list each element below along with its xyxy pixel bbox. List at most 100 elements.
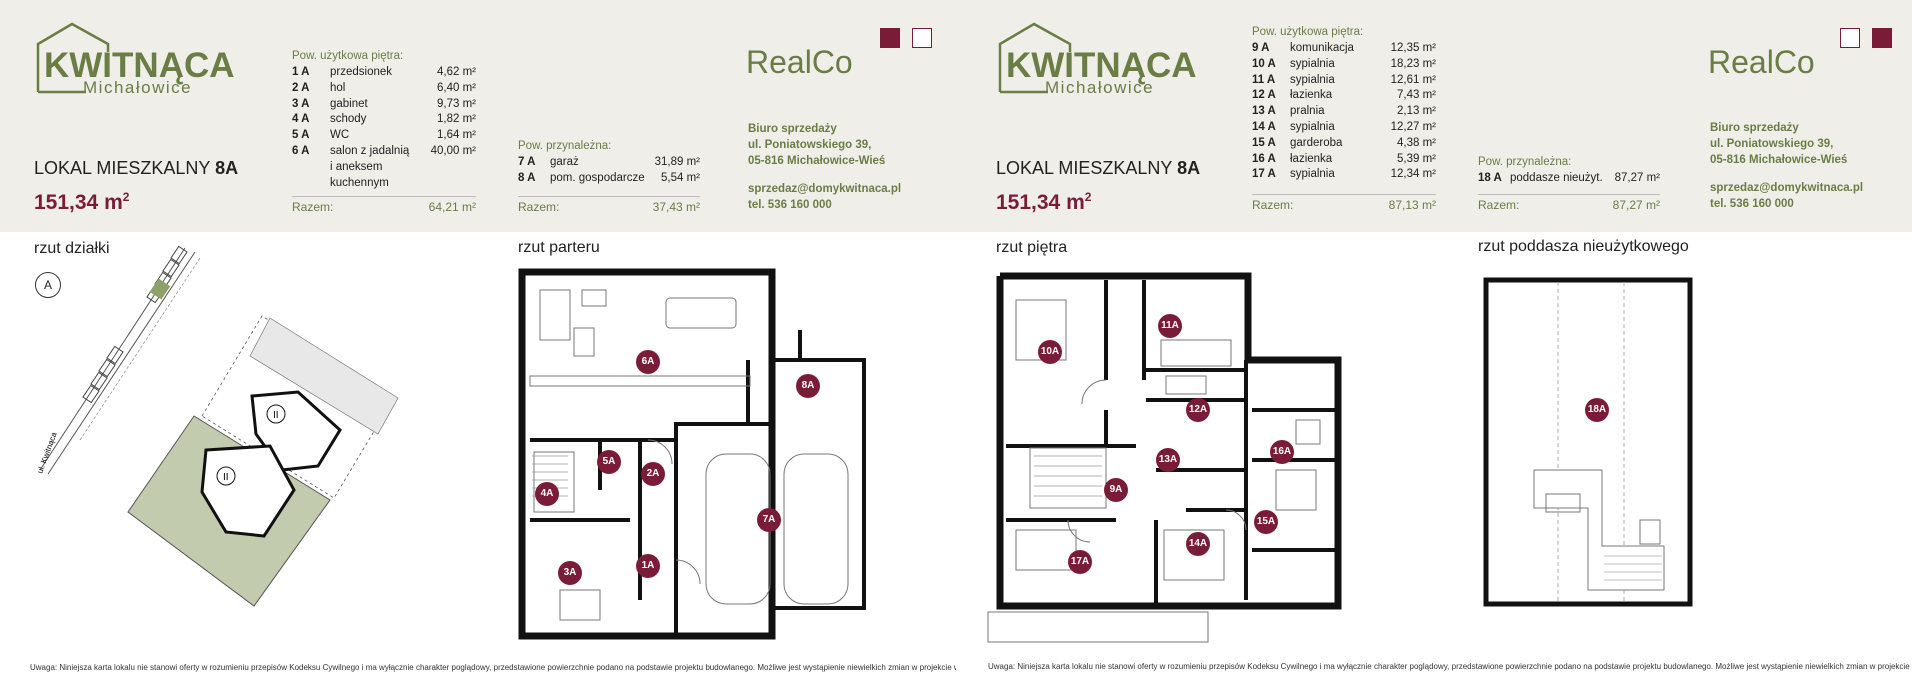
- floor-total-label: Razem:: [1252, 198, 1294, 212]
- room-badge-8a[interactable]: 8A: [796, 374, 820, 398]
- page-indicator[interactable]: [1840, 28, 1860, 48]
- floor-total-label: Razem:: [292, 200, 334, 214]
- room-number: 2 A: [292, 81, 310, 94]
- page-indicator[interactable]: [912, 28, 932, 48]
- page-indicator-active[interactable]: [1872, 28, 1892, 48]
- room-area: 9,73 m²: [437, 97, 476, 110]
- office-line2: ul. Poniatowskiego 39,: [1710, 138, 1834, 150]
- room-name: sypialnia: [1290, 57, 1335, 70]
- sales-office: Biuro sprzedaży ul. Poniatowskiego 39, 0…: [748, 121, 901, 213]
- room-badge-5a[interactable]: 5A: [597, 450, 621, 474]
- disclaimer-note: Uwaga: Niniejsza karta lokalu nie stanow…: [988, 662, 1912, 671]
- room-name: łazienka: [1290, 89, 1333, 102]
- room-area: 4,62 m²: [437, 66, 476, 78]
- office-phone[interactable]: tel. 536 160 000: [1710, 198, 1794, 210]
- unit-prefix: LOKAL MIESZKALNY: [34, 158, 211, 178]
- room-badge-11a[interactable]: 11A: [1158, 314, 1182, 338]
- office-line1: Biuro sprzedaży: [748, 123, 837, 135]
- room-number: 7 A: [518, 156, 536, 168]
- logo-title: KWITNĄCA: [1006, 46, 1197, 85]
- room-name: garaż: [550, 156, 579, 168]
- street-label: ul. Kwitnąca: [35, 431, 58, 475]
- floor-rooms-heading: Pow. użytkowa piętra:: [1252, 26, 1364, 38]
- north-arrow-icon: A: [35, 272, 61, 298]
- room-badge-14a[interactable]: 14A: [1186, 532, 1210, 556]
- room-badge-18a[interactable]: 18A: [1585, 398, 1609, 422]
- room-badge-17a[interactable]: 17A: [1068, 550, 1092, 574]
- logo: KWITNĄCA Michałowice: [998, 22, 1198, 102]
- room-number: 4 A: [292, 113, 310, 126]
- room-badge-9a[interactable]: 9A: [1104, 478, 1128, 502]
- room-row: 10 A sypialnia 18,23 m²: [1252, 58, 1436, 74]
- room-badge-6a[interactable]: 6A: [636, 350, 660, 374]
- room-badge-12a[interactable]: 12A: [1186, 398, 1210, 422]
- room-area: 7,43 m²: [1397, 89, 1436, 102]
- room-name: łazienka: [1290, 152, 1333, 165]
- room-row: i aneksem: [292, 161, 476, 177]
- room-name: poddasze nieużyt.: [1510, 172, 1603, 184]
- room-name: hol: [330, 81, 346, 94]
- unit-area: 151,34 m2: [996, 190, 1091, 215]
- room-badge-10a[interactable]: 10A: [1038, 340, 1062, 364]
- unit-prefix: LOKAL MIESZKALNY: [996, 158, 1173, 178]
- plot-plan-title: rzut działki: [34, 240, 110, 257]
- office-email[interactable]: sprzedaz@domykwitnaca.pl: [1710, 182, 1864, 194]
- office-phone[interactable]: tel. 536 160 000: [748, 199, 832, 211]
- floor-total-value: 64,21 m²: [428, 200, 476, 214]
- room-badge-1a[interactable]: 1A: [636, 554, 660, 578]
- room-badge-3a[interactable]: 3A: [558, 561, 582, 585]
- office-email[interactable]: sprzedaz@domykwitnaca.pl: [748, 183, 902, 195]
- room-area: 12,35 m²: [1390, 42, 1436, 54]
- room-badge-2a[interactable]: 2A: [641, 462, 665, 486]
- room-number: 14 A: [1252, 120, 1276, 133]
- room-name: schody: [330, 113, 367, 126]
- room-number: 15 A: [1252, 136, 1276, 149]
- room-area: 1,64 m²: [437, 129, 476, 142]
- room-area: 18,23 m²: [1390, 57, 1436, 70]
- room-number: 8 A: [518, 171, 536, 184]
- room-area: 1,82 m²: [437, 113, 476, 126]
- room-number: 6 A: [292, 144, 310, 157]
- room-badge-13a[interactable]: 13A: [1156, 448, 1180, 472]
- extra-rooms-heading: Pow. przynależna:: [1478, 156, 1572, 168]
- room-name: i aneksem: [330, 160, 383, 173]
- room-number: 5 A: [292, 129, 310, 142]
- room-area: 12,61 m²: [1390, 73, 1436, 86]
- unit-title: LOKAL MIESZKALNY 8A: [34, 158, 238, 179]
- room-area: 5,39 m²: [1397, 152, 1436, 165]
- logo: KWITNĄCA Michałowice: [36, 22, 236, 102]
- brand-logo: RealCo: [746, 44, 853, 80]
- room-number: 10 A: [1252, 57, 1276, 70]
- room-name: sypialnia: [1290, 168, 1335, 181]
- room-badge-4a[interactable]: 4A: [535, 482, 559, 506]
- office-line3: 05-816 Michałowice-Wieś: [1710, 154, 1848, 166]
- room-badge-15a[interactable]: 15A: [1254, 510, 1278, 534]
- floor-rooms-heading: Pow. użytkowa piętra:: [292, 50, 404, 62]
- room-number: 3 A: [292, 97, 310, 110]
- plot-label-upper: II: [273, 410, 279, 421]
- room-badge-7a[interactable]: 7A: [757, 508, 781, 532]
- room-name: sypialnia: [1290, 120, 1335, 133]
- extra-total-value: 37,43 m²: [652, 200, 700, 214]
- room-name: garderoba: [1290, 136, 1343, 149]
- right-page: KWITNĄCA Michałowice LOKAL MIESZKALNY 8A…: [956, 0, 1912, 685]
- office-line3: 05-816 Michałowice-Wieś: [748, 155, 886, 167]
- room-area: 2,13 m²: [1397, 105, 1436, 118]
- room-name: komunikacja: [1290, 42, 1354, 54]
- room-name: salon z jadalnią: [330, 144, 410, 157]
- unit-area-sup: 2: [1084, 190, 1092, 204]
- page-indicator-active[interactable]: [880, 28, 900, 48]
- room-badge-16a[interactable]: 16A: [1270, 440, 1294, 464]
- logo-house-icon: [36, 22, 110, 94]
- room-area: 87,27 m²: [1614, 172, 1660, 184]
- office-line1: Biuro sprzedaży: [1710, 122, 1799, 134]
